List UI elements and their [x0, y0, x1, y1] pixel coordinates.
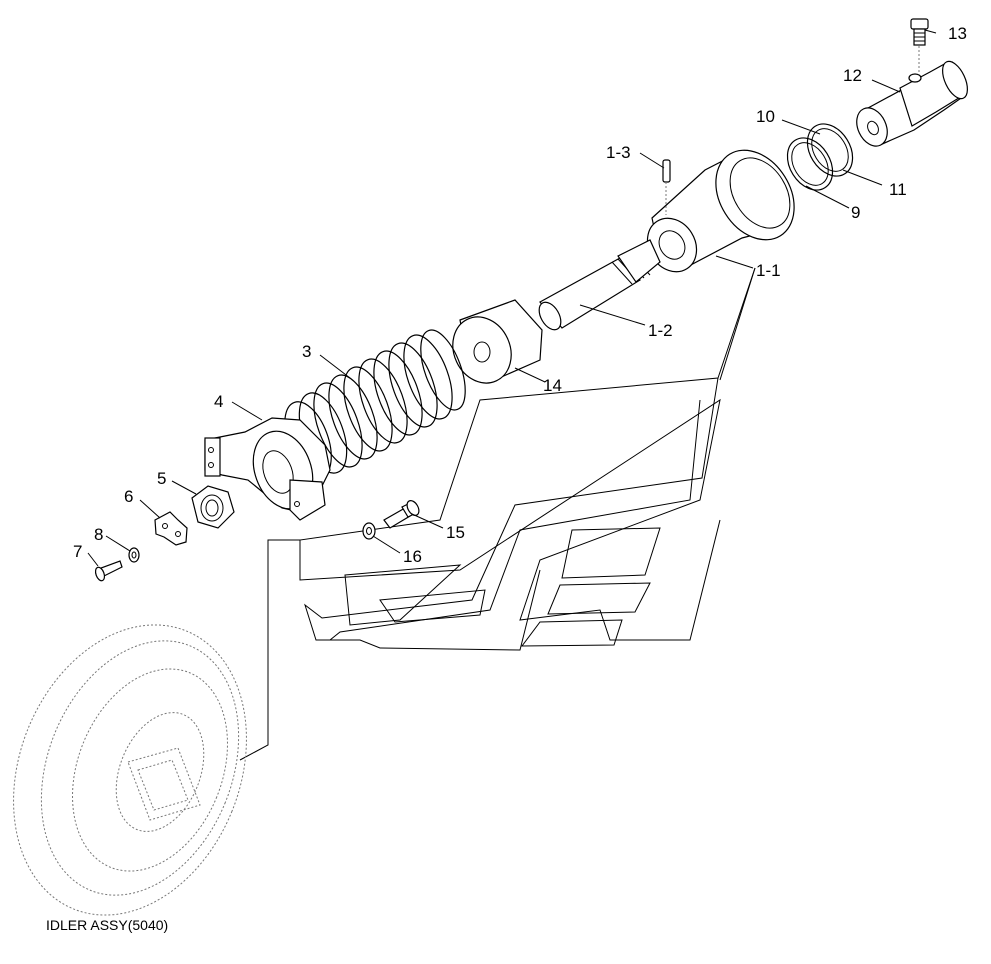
label-1-2: 1-2	[648, 321, 673, 340]
diagram-caption: IDLER ASSY(5040)	[46, 917, 168, 933]
part-6-lock-plate	[154, 511, 188, 546]
part-14-spacer	[452, 299, 543, 384]
idler-wheel-dotted	[13, 624, 247, 916]
part-5-nut	[191, 485, 235, 529]
part-8-washer	[128, 547, 140, 563]
label-6: 6	[124, 487, 133, 506]
label-14: 14	[543, 376, 562, 395]
part-15-bolt	[383, 500, 420, 529]
label-4: 4	[214, 392, 223, 411]
part-12-grease-cylinder	[856, 60, 968, 147]
label-1-1: 1-1	[756, 261, 781, 280]
part-1-2-piston-rod	[538, 239, 661, 331]
part-16-washer	[362, 522, 376, 540]
label-5: 5	[157, 469, 166, 488]
leader-lines	[87, 29, 937, 567]
part-1-1-cylinder-housing	[646, 149, 795, 273]
part-labels: 13 12 10 11 9 1-3 1-1 1-2 14 3 4 5 6 8 7…	[73, 24, 967, 566]
track-frame-outline	[239, 267, 756, 761]
label-16: 16	[403, 547, 422, 566]
label-8: 8	[94, 525, 103, 544]
label-1-3: 1-3	[606, 143, 631, 162]
part-4-bracket	[204, 417, 331, 521]
part-1-3-pin	[662, 159, 671, 215]
label-9: 9	[851, 203, 860, 222]
label-12: 12	[843, 66, 862, 85]
label-13: 13	[948, 24, 967, 43]
label-10: 10	[756, 107, 775, 126]
part-3-recoil-spring	[284, 329, 466, 479]
part-10-11-o-rings	[786, 123, 854, 191]
label-15: 15	[446, 523, 465, 542]
label-3: 3	[302, 342, 311, 361]
part-7-bolt	[94, 560, 123, 582]
label-7: 7	[73, 542, 82, 561]
label-11: 11	[889, 180, 907, 199]
part-13-plug	[910, 18, 929, 72]
